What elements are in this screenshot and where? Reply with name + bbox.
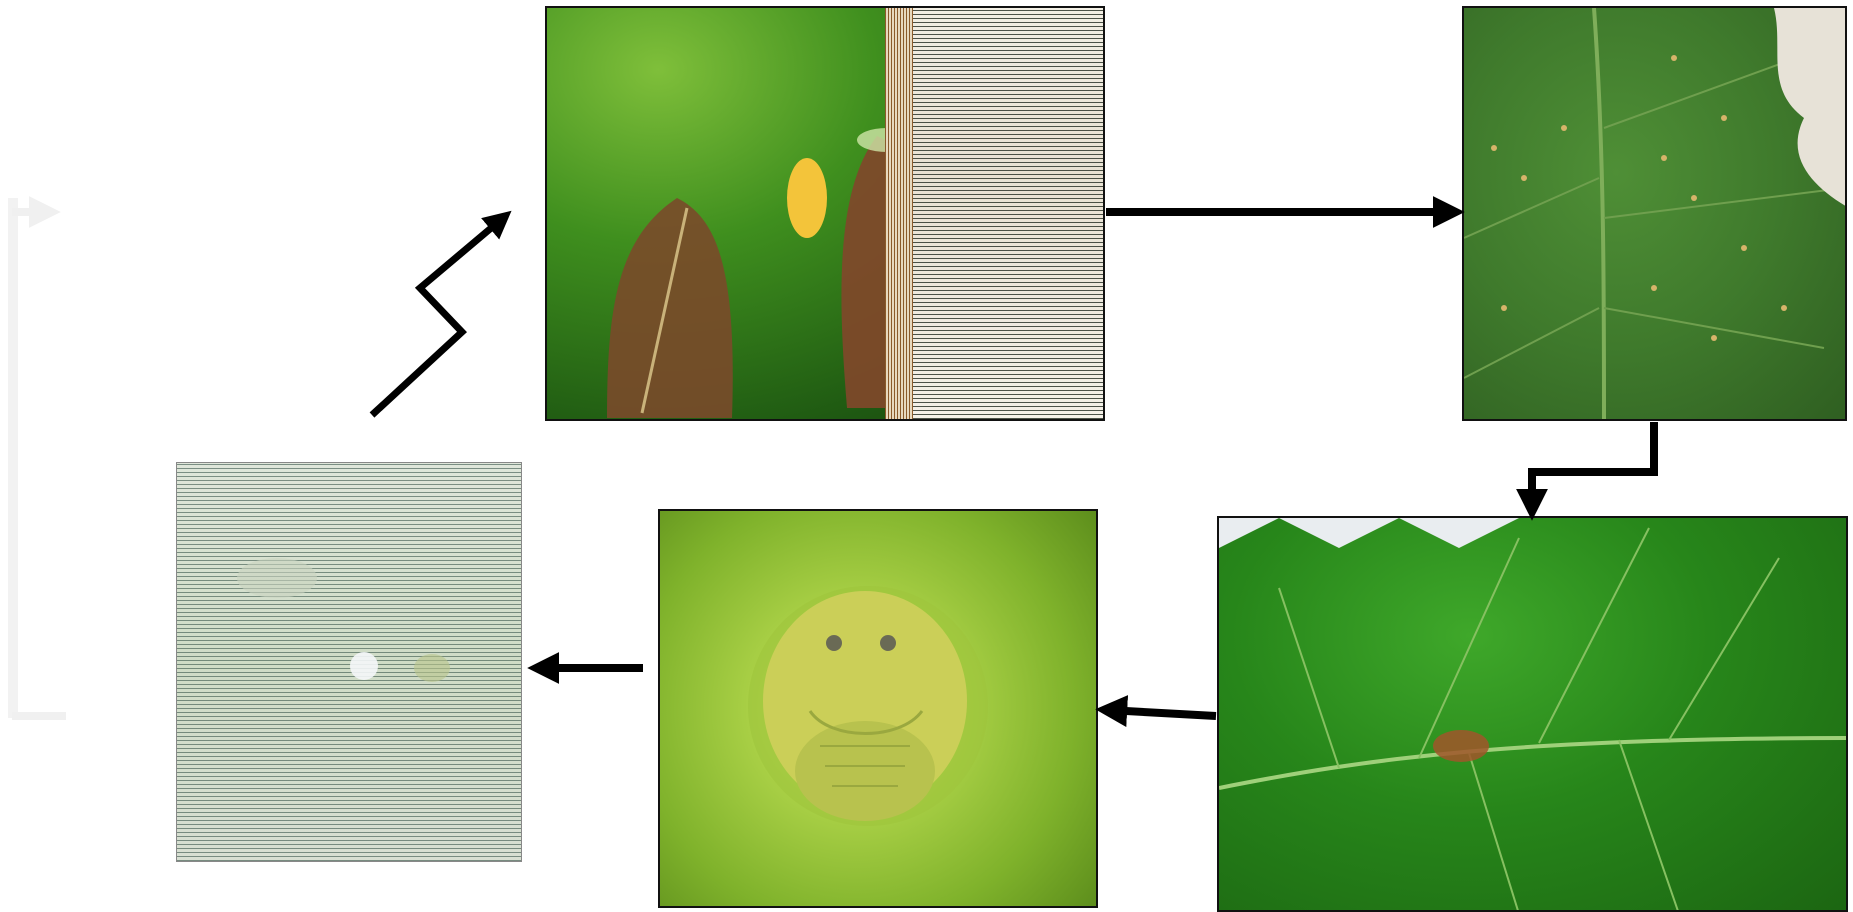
exuvia-photo [176, 462, 522, 862]
leaf-damage-photo [1217, 516, 1848, 912]
adult-photo-strip-edge [885, 8, 913, 419]
adult-photo [545, 6, 1105, 421]
cycle-return-line [8, 198, 28, 718]
adult-photo-strip [888, 8, 1103, 419]
arrow-eggs-to-leaf [1532, 422, 1654, 508]
eggs-photo [1462, 6, 1847, 421]
eggs-leaf-illustration [1464, 8, 1847, 421]
nymph-illustration [660, 511, 1098, 908]
zigzag-arrow-to-adult [372, 218, 503, 415]
arrow-leaf-to-nymph [1108, 710, 1216, 716]
exuvia-illustration [177, 463, 522, 862]
leaf-illustration [1219, 518, 1848, 912]
nymph-photo [658, 509, 1098, 908]
